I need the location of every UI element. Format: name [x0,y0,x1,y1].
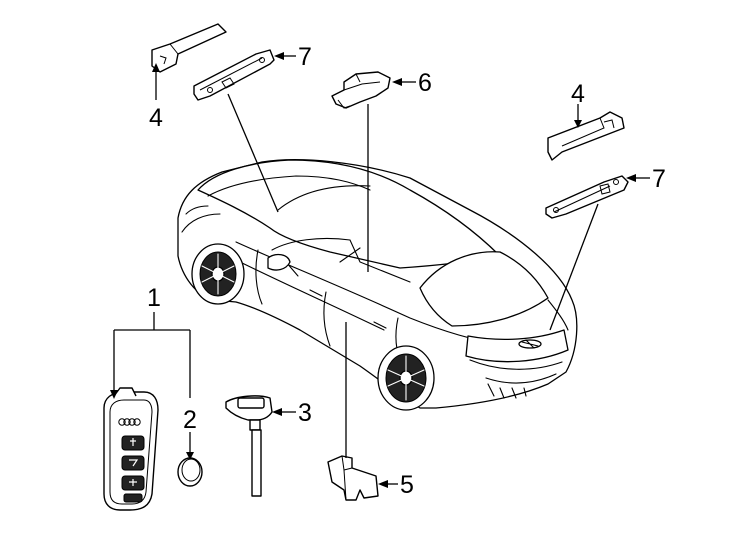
emergency-key-blade-icon [225,395,273,497]
callout-4-right: 4 [571,80,585,108]
coin-battery-icon [177,457,203,487]
callout-1: 1 [147,284,161,312]
callout-3: 3 [298,399,312,427]
part-6-module [331,71,391,109]
callout-6: 6 [418,69,432,97]
part-4-left-bracket [151,23,227,73]
rear-wheel [377,345,435,411]
callouts: 1 2 3 4 4 5 6 7 7 [147,43,666,499]
leader-lines [110,52,650,488]
part-7-right-bracket [545,175,629,219]
callout-7-right: 7 [652,165,666,193]
vehicle-illustration [177,159,578,411]
part-4-right-bracket [547,111,625,161]
front-wheel [191,243,245,305]
callout-7-left: 7 [298,43,312,71]
part-7-left-bracket [193,49,275,101]
part-5-bracket [327,455,379,501]
callout-5: 5 [400,471,414,499]
callout-2: 2 [183,406,197,434]
key-fob-icon [103,387,159,511]
callout-4-left: 4 [149,104,163,132]
